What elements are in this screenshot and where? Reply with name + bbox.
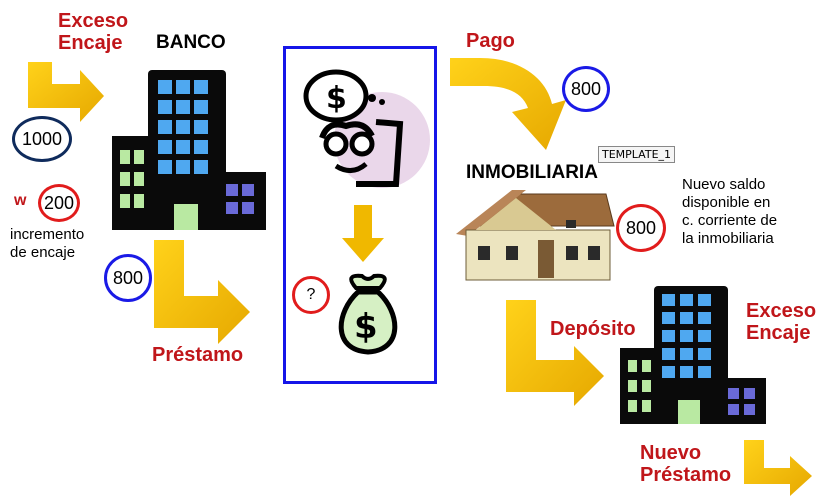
svg-text:$: $ — [354, 307, 378, 347]
value-200-circle: 200 — [38, 184, 80, 222]
house-icon — [456, 190, 615, 281]
arrow-down-center — [342, 205, 384, 262]
label-inmobiliaria: INMOBILIARIA — [466, 162, 598, 183]
arrow-deposito — [506, 300, 604, 406]
question-circle: ? — [292, 276, 330, 314]
label-banco: BANCO — [156, 32, 226, 53]
label-exceso-encaje-top: Exceso Encaje — [58, 10, 129, 54]
value-1000-circle: 1000 — [12, 116, 72, 162]
center-panel — [283, 46, 437, 384]
label-deposito: Depósito — [550, 318, 636, 340]
bank-building-2-icon — [620, 286, 766, 424]
money-bag-icon: $ — [338, 273, 398, 355]
arrow-exceso-to-banco — [28, 62, 104, 122]
label-pago: Pago — [466, 30, 515, 52]
bank-building-icon — [112, 70, 266, 230]
arrow-nuevo-prestamo — [744, 440, 812, 496]
arrow-prestamo — [154, 240, 250, 344]
value-800-pago-circle: 800 — [562, 66, 610, 112]
label-nuevo-saldo: Nuevo saldo disponible en c. corriente d… — [682, 176, 778, 247]
value-800-saldo-circle: 800 — [616, 204, 666, 252]
template-tag: TEMPLATE_1 — [598, 146, 676, 163]
label-w: w — [14, 192, 27, 209]
arrow-pago — [450, 58, 566, 150]
label-exceso-encaje-bottom: Exceso Encaje — [746, 300, 817, 344]
banker-face-icon: $ — [303, 69, 430, 188]
label-nuevo-prestamo: Nuevo Préstamo — [640, 442, 732, 486]
label-incremento-encaje: incremento de encaje — [10, 226, 85, 261]
svg-text:$: $ — [326, 81, 347, 116]
label-prestamo: Préstamo — [152, 344, 244, 366]
value-800-left-circle: 800 — [104, 254, 152, 302]
